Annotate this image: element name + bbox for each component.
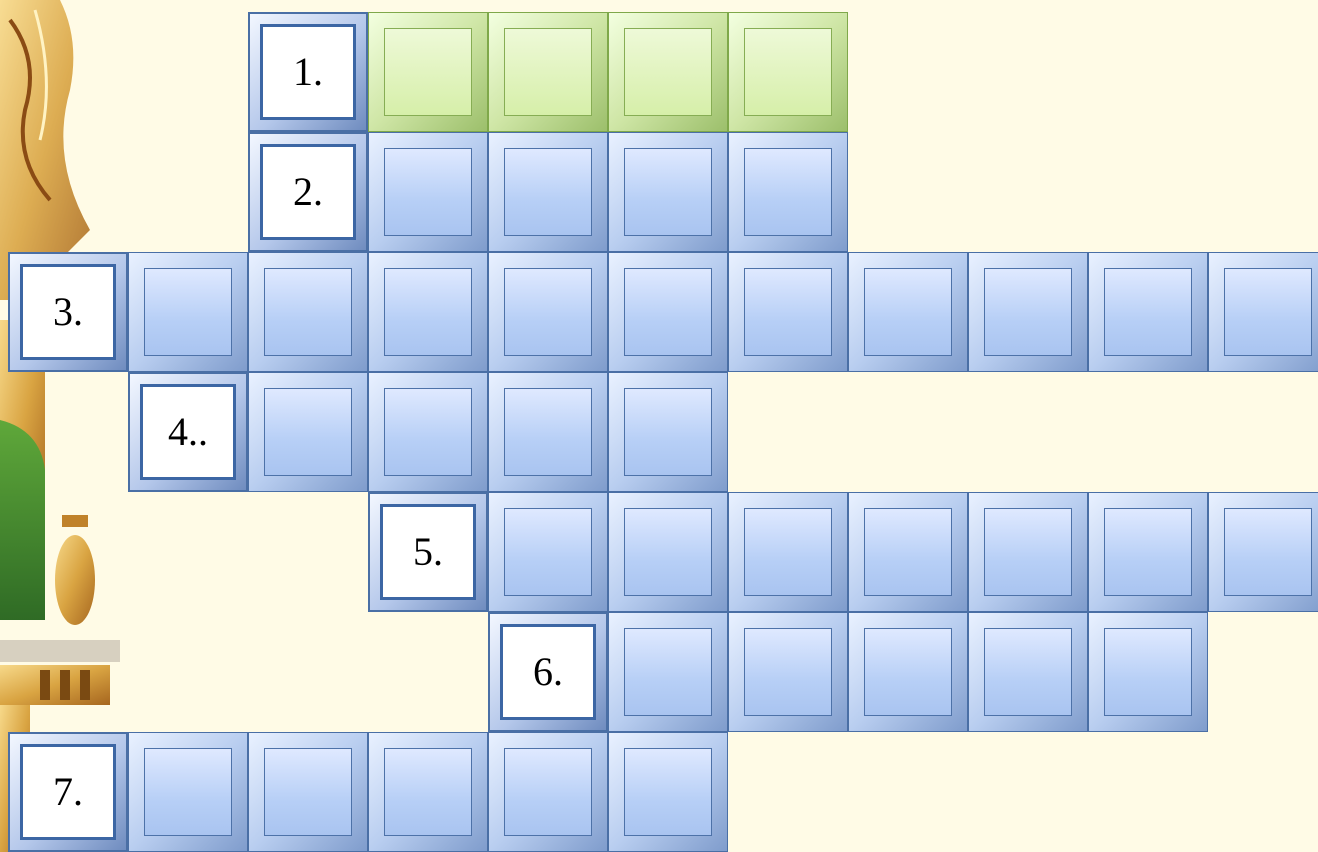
letter-cell[interactable] [728,252,848,372]
letter-cell[interactable] [248,732,368,852]
letter-cell[interactable] [368,252,488,372]
clue-number-label: 5. [413,532,443,572]
letter-cell[interactable] [608,132,728,252]
letter-cell[interactable] [608,732,728,852]
letter-cell[interactable] [848,252,968,372]
letter-cell[interactable] [488,372,608,492]
ornamental-border-decoration [0,0,140,852]
letter-cell[interactable] [368,372,488,492]
letter-cell[interactable] [608,612,728,732]
letter-cell[interactable] [488,252,608,372]
letter-cell[interactable] [368,12,488,132]
clue-number-label: 1. [293,52,323,92]
clue-number-cell: 7. [8,732,128,852]
clue-number-cell: 5. [368,492,488,612]
letter-cell[interactable] [608,372,728,492]
letter-cell[interactable] [368,132,488,252]
letter-cell[interactable] [248,252,368,372]
letter-cell[interactable] [368,732,488,852]
letter-cell[interactable] [1208,252,1318,372]
letter-cell[interactable] [728,132,848,252]
letter-cell[interactable] [608,492,728,612]
letter-cell[interactable] [1208,492,1318,612]
letter-cell[interactable] [488,732,608,852]
letter-cell[interactable] [1088,612,1208,732]
letter-cell[interactable] [848,612,968,732]
clue-number-cell: 1. [248,12,368,132]
letter-cell[interactable] [968,252,1088,372]
clue-number-cell: 6. [488,612,608,732]
letter-cell[interactable] [728,492,848,612]
letter-cell[interactable] [608,252,728,372]
letter-cell[interactable] [608,12,728,132]
letter-cell[interactable] [248,372,368,492]
letter-cell[interactable] [728,612,848,732]
letter-cell[interactable] [128,732,248,852]
letter-cell[interactable] [1088,252,1208,372]
letter-cell[interactable] [968,492,1088,612]
letter-cell[interactable] [488,132,608,252]
clue-number-cell: 4.. [128,372,248,492]
letter-cell[interactable] [728,12,848,132]
clue-number-label: 2. [293,172,323,212]
clue-number-label: 7. [53,772,83,812]
letter-cell[interactable] [848,492,968,612]
clue-number-label: 4.. [168,412,208,452]
letter-cell[interactable] [128,252,248,372]
letter-cell[interactable] [968,612,1088,732]
clue-number-cell: 2. [248,132,368,252]
clue-number-label: 3. [53,292,83,332]
letter-cell[interactable] [488,492,608,612]
clue-number-cell: 3. [8,252,128,372]
clue-number-label: 6. [533,652,563,692]
letter-cell[interactable] [488,12,608,132]
letter-cell[interactable] [1088,492,1208,612]
